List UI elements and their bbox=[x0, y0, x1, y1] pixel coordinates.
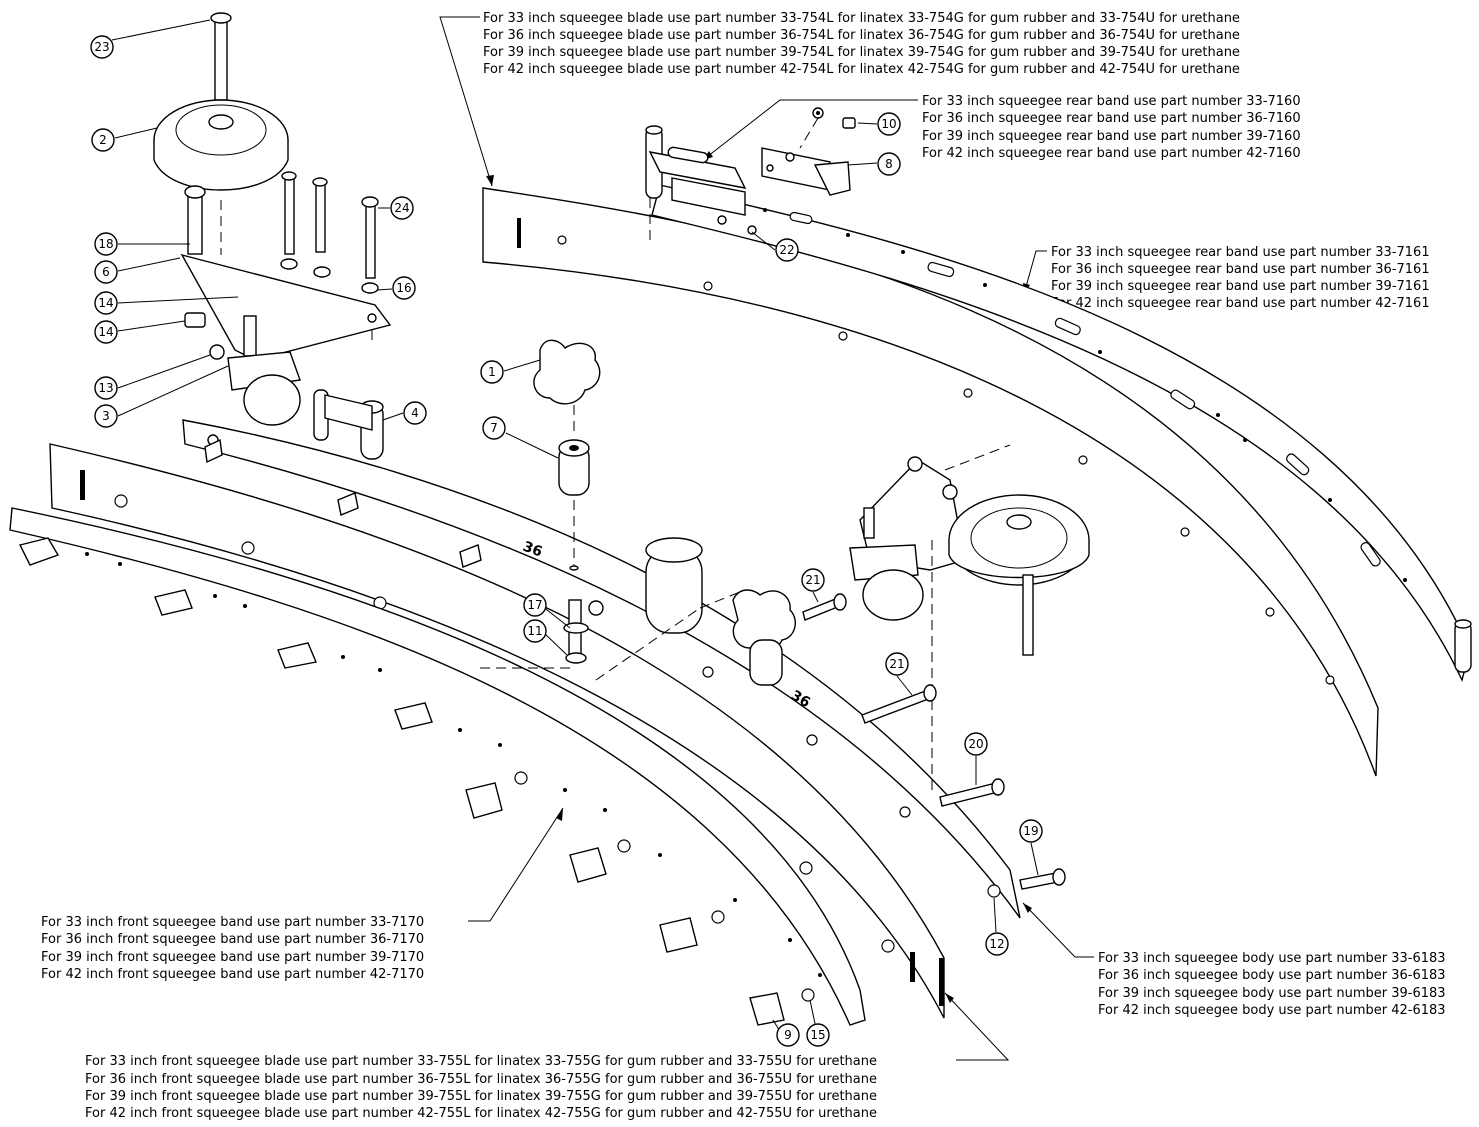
callout-9: 9 bbox=[776, 1023, 800, 1047]
callout-20: 20 bbox=[964, 732, 988, 756]
note-line: For 33 inch squeegee rear band use part … bbox=[922, 94, 1301, 109]
svg-text:11: 11 bbox=[527, 624, 542, 638]
callout-14: 14 bbox=[94, 291, 118, 315]
note-squeegee-body: For 33 inch squeegee body use part numbe… bbox=[1098, 951, 1446, 1018]
svg-text:4: 4 bbox=[411, 406, 419, 420]
callout-10: 10 bbox=[877, 112, 901, 136]
note-rear-band-7160: For 33 inch squeegee rear band use part … bbox=[922, 94, 1301, 161]
note-line: For 39 inch squeegee rear band use part … bbox=[922, 129, 1301, 144]
svg-text:23: 23 bbox=[94, 40, 109, 54]
note-line: For 42 inch squeegee rear band use part … bbox=[922, 146, 1301, 161]
callout-16: 16 bbox=[392, 276, 416, 300]
left-caster-assembly bbox=[153, 12, 392, 460]
callout-7: 7 bbox=[482, 416, 506, 440]
svg-text:21: 21 bbox=[889, 657, 904, 671]
callout-6: 6 bbox=[94, 260, 118, 284]
callout-1: 1 bbox=[480, 360, 504, 384]
callout-15: 15 bbox=[806, 1023, 830, 1047]
callout-13: 13 bbox=[94, 376, 118, 400]
note-line: For 42 inch squeegee blade use part numb… bbox=[483, 62, 1240, 77]
note-line: For 39 inch squeegee rear band use part … bbox=[1051, 279, 1430, 294]
svg-text:20: 20 bbox=[968, 737, 983, 751]
note-front-band: For 33 inch front squeegee band use part… bbox=[41, 915, 424, 982]
bolts bbox=[480, 593, 1066, 890]
callout-leaders bbox=[111, 19, 1039, 1034]
knob-and-spacer bbox=[533, 339, 601, 571]
callout-4: 4 bbox=[403, 401, 427, 425]
callout-11: 11 bbox=[523, 619, 547, 643]
rear-band bbox=[557, 184, 1472, 685]
svg-text:9: 9 bbox=[784, 1028, 792, 1042]
svg-text:15: 15 bbox=[810, 1028, 825, 1042]
note-line: For 33 inch squeegee rear band use part … bbox=[1051, 245, 1430, 260]
svg-text:14: 14 bbox=[98, 325, 113, 339]
note-line: For 42 inch squeegee body use part numbe… bbox=[1098, 1003, 1446, 1018]
svg-text:14: 14 bbox=[98, 296, 113, 310]
svg-text:19: 19 bbox=[1023, 824, 1038, 838]
right-caster-assembly bbox=[849, 444, 1090, 790]
rear-band-bracket bbox=[645, 107, 856, 240]
callout-18: 18 bbox=[94, 232, 118, 256]
note-line: For 39 inch front squeegee band use part… bbox=[41, 950, 424, 965]
svg-text:8: 8 bbox=[885, 157, 893, 171]
svg-text:7: 7 bbox=[490, 421, 498, 435]
svg-text:22: 22 bbox=[779, 243, 794, 257]
note-line: For 42 inch front squeegee blade use par… bbox=[85, 1106, 877, 1121]
callout-24: 24 bbox=[390, 196, 414, 220]
note-line: For 39 inch squeegee blade use part numb… bbox=[483, 45, 1240, 60]
note-rear-band-7161: For 33 inch squeegee rear band use part … bbox=[1051, 245, 1430, 311]
note-line: For 36 inch front squeegee blade use par… bbox=[85, 1072, 877, 1087]
note-leader-lines bbox=[439, 16, 1094, 1061]
body-stamp: 36 bbox=[521, 539, 545, 561]
note-line: For 36 inch squeegee blade use part numb… bbox=[483, 28, 1240, 43]
callout-23: 23 bbox=[90, 35, 114, 59]
center-post bbox=[645, 537, 796, 686]
svg-text:21: 21 bbox=[805, 573, 820, 587]
callout-8: 8 bbox=[877, 152, 901, 176]
note-line: For 33 inch front squeegee blade use par… bbox=[85, 1054, 877, 1069]
note-line: For 42 inch squeegee rear band use part … bbox=[1051, 296, 1430, 311]
blade-slot bbox=[517, 218, 521, 248]
callout-12: 12 bbox=[985, 932, 1009, 956]
svg-text:3: 3 bbox=[102, 409, 110, 423]
note-line: For 33 inch squeegee body use part numbe… bbox=[1098, 951, 1446, 966]
note-line: For 36 inch front squeegee band use part… bbox=[41, 932, 424, 947]
note-line: For 33 inch front squeegee band use part… bbox=[41, 915, 424, 930]
note-front-squeegee-blade: For 33 inch front squeegee blade use par… bbox=[85, 1054, 877, 1121]
note-line: For 36 inch squeegee rear band use part … bbox=[1051, 262, 1430, 277]
svg-text:17: 17 bbox=[527, 598, 542, 612]
callout-21: 21 bbox=[885, 652, 909, 676]
note-line: For 36 inch squeegee body use part numbe… bbox=[1098, 968, 1446, 983]
callout-3: 3 bbox=[94, 404, 118, 428]
note-line: For 33 inch squeegee blade use part numb… bbox=[483, 11, 1240, 26]
callout-14: 14 bbox=[94, 320, 118, 344]
callout-17: 17 bbox=[523, 593, 547, 617]
svg-text:2: 2 bbox=[99, 133, 107, 147]
callout-21: 21 bbox=[801, 568, 825, 592]
svg-text:1: 1 bbox=[488, 365, 496, 379]
svg-text:6: 6 bbox=[102, 265, 110, 279]
note-line: For 36 inch squeegee rear band use part … bbox=[922, 111, 1301, 126]
svg-text:12: 12 bbox=[989, 937, 1004, 951]
svg-text:13: 13 bbox=[98, 381, 113, 395]
note-line: For 39 inch front squeegee blade use par… bbox=[85, 1089, 877, 1104]
front-squeegee-band bbox=[9, 507, 866, 1026]
svg-text:24: 24 bbox=[394, 201, 409, 215]
studs bbox=[204, 438, 482, 568]
wing-knobs bbox=[18, 537, 785, 1026]
note-line: For 42 inch front squeegee band use part… bbox=[41, 967, 424, 982]
svg-text:16: 16 bbox=[396, 281, 411, 295]
callout-22: 22 bbox=[775, 238, 799, 262]
svg-text:10: 10 bbox=[881, 117, 896, 131]
note-line: For 39 inch squeegee body use part numbe… bbox=[1098, 986, 1446, 1001]
callout-2: 2 bbox=[91, 128, 115, 152]
note-squeegee-blade: For 33 inch squeegee blade use part numb… bbox=[483, 11, 1240, 77]
callout-19: 19 bbox=[1019, 819, 1043, 843]
svg-text:18: 18 bbox=[98, 237, 113, 251]
